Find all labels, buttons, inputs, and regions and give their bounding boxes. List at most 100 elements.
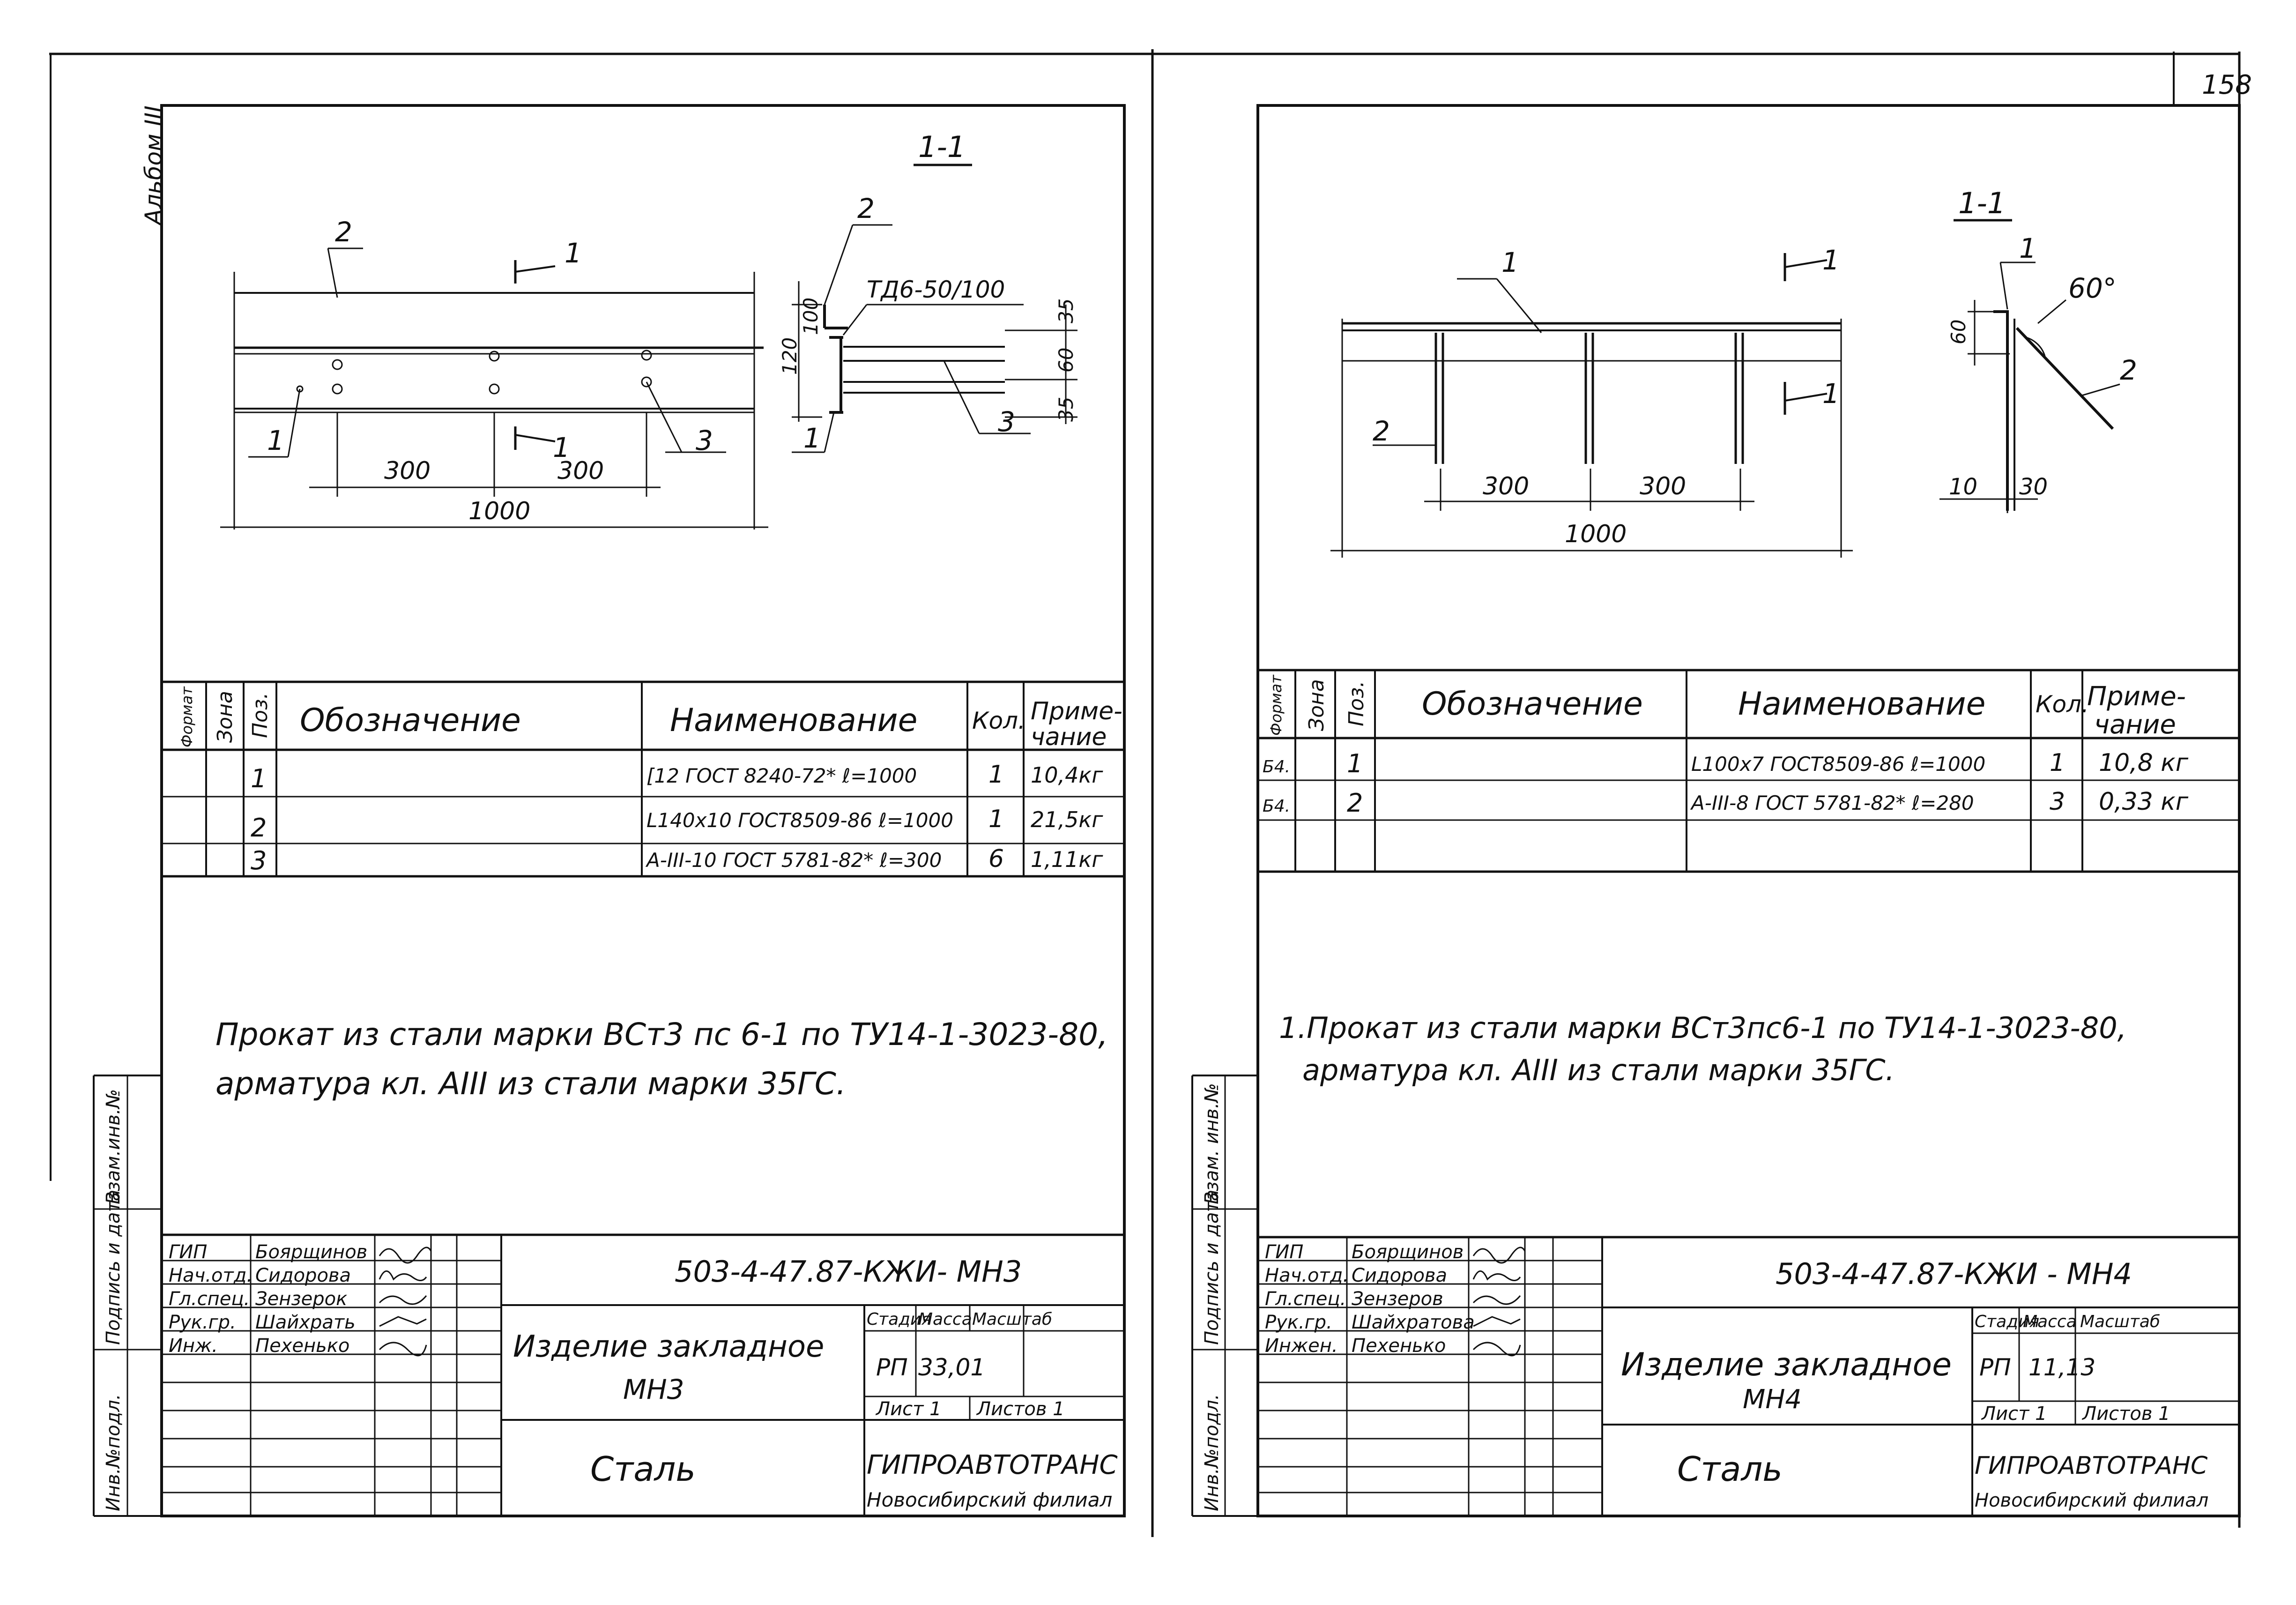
header-primechanie-1: Приме- — [1031, 697, 1122, 725]
sig-role: Рук.гр. — [169, 1312, 236, 1333]
weld-note: ТД6-50/100 — [867, 276, 1005, 303]
section-marker-top: 1 — [1822, 244, 1840, 276]
sec-pos-1: 1 — [2019, 232, 2036, 264]
pos-1-label: 1 — [267, 425, 284, 456]
dim-100: 100 — [799, 298, 822, 335]
signature-scribble — [1472, 1270, 1521, 1281]
header-primechanie-1: Приме- — [2087, 681, 2186, 712]
sig-role: Нач.отд. — [169, 1265, 253, 1286]
org-name: ГИПРОАВТОТРАНС — [1975, 1452, 2208, 1480]
spec-table: Формат Зона Поз. Обозначение Наименовани… — [162, 680, 1124, 878]
margin-inv-podl: Инв.№подл. — [103, 1394, 124, 1511]
spec-row-kol: 1 — [2050, 749, 2065, 777]
spec-row-prim: 1,11кг — [1031, 847, 1103, 872]
spec-row-name: А-III-8 ГОСТ 5781-82* ℓ=280 — [1690, 791, 1974, 814]
spec-row-prim: 21,5кг — [1031, 807, 1103, 832]
cross-section-view: 60 1 60° 2 10 30 — [1939, 232, 2137, 513]
title-line-1: Изделие закладное — [1621, 1346, 1952, 1383]
sig-role: Инжен. — [1265, 1335, 1338, 1357]
sec-pos-2: 2 — [2120, 354, 2137, 386]
spec-table: Формат Зона Поз. Обозначение Наименовани… — [1258, 669, 2239, 873]
header-poz: Поз. — [1345, 681, 1368, 726]
sheet-number: Лист 1 — [1981, 1403, 2047, 1425]
material: Сталь — [590, 1449, 696, 1489]
spec-row-kol: 3 — [2050, 788, 2065, 816]
margin-vzam-inv: Взам.инв.№ — [103, 1089, 124, 1204]
spec-row-prim: 10,8 кг — [2099, 749, 2189, 777]
right-margin-stamp: Инв.№подл. Подпись и дата Взам. инв.№ — [1191, 1075, 1258, 1517]
sig-name: Боярщинов — [255, 1241, 367, 1263]
cross-section-view: 100 120 35 60 35 ТД6-50/100 2 1 3 — [778, 193, 1077, 454]
page-number: 158 — [2202, 70, 2252, 100]
sig-name: Зензеров — [1352, 1288, 1443, 1310]
spec-row-name: А-III-10 ГОСТ 5781-82* ℓ=300 — [645, 849, 942, 872]
header-naimenovanie: Наименование — [1738, 686, 1985, 723]
sig-role: Нач.отд. — [1265, 1265, 1349, 1286]
section-marker-top: 1 — [565, 237, 582, 269]
margin-podpis-data: Подпись и дата — [1201, 1190, 1223, 1345]
sec-pos-3: 3 — [998, 406, 1015, 438]
org-name: ГИПРОАВТОТРАНС — [867, 1450, 1118, 1480]
sheets-total: Листов 1 — [976, 1398, 1065, 1420]
sig-role: ГИП — [169, 1241, 207, 1263]
header-naimenovanie: Наименование — [670, 702, 917, 739]
header-format: Формат — [1267, 674, 1285, 736]
signature-scribble — [379, 1316, 427, 1327]
spec-row-kol: 6 — [988, 845, 1004, 873]
title-block: ГИП Боярщинов Нач.отд. Сидорова Гл.спец.… — [162, 1233, 1124, 1516]
signature-scribble — [379, 1247, 432, 1264]
spec-row-name: L100х7 ГОСТ8509-86 ℓ=1000 — [1691, 753, 1985, 776]
sec-pos-1: 1 — [803, 422, 821, 454]
album-label: Альбом III — [140, 105, 167, 226]
spec-row-format: Б4. — [1263, 797, 1290, 816]
signature-scribble — [1472, 1247, 1526, 1264]
margin-vzam-inv: Взам. инв.№ — [1201, 1083, 1223, 1204]
sig-name: Сидорова — [255, 1265, 351, 1286]
sig-name: Шайхрать — [255, 1312, 356, 1333]
note-line-1: 1.Прокат из стали марки ВСт3пс6-1 по ТУ1… — [1279, 1011, 2126, 1045]
title-line-1: Изделие закладное — [513, 1329, 824, 1364]
title-block: ГИП Боярщинов Нач.отд. Сидорова Гл.спец.… — [1258, 1236, 2239, 1516]
section-label: 1-1 — [918, 130, 966, 164]
header-masshtab: Масштаб — [2080, 1312, 2160, 1331]
signature-scribble — [379, 1342, 427, 1357]
dim-35-bottom: 35 — [1055, 397, 1077, 422]
header-zona: Зона — [1305, 679, 1329, 731]
header-primechanie-2: чание — [1031, 723, 1107, 751]
spec-row-kol: 1 — [988, 761, 1004, 789]
mass-value: 33,01 — [918, 1354, 985, 1381]
header-massa: Масса — [918, 1310, 972, 1329]
dim-300-b: 300 — [557, 457, 604, 485]
note-line-2: арматура кл. АIII из стали марки 35ГС. — [1302, 1053, 1895, 1087]
doc-code: 503-4-47.87-КЖИ - МН4 — [1776, 1257, 2132, 1291]
sig-name: Пехенько — [1352, 1335, 1446, 1357]
margin-podpis-data: Подпись и дата — [103, 1190, 124, 1345]
spec-row-name: L140х10 ГОСТ8509-86 ℓ=1000 — [646, 809, 953, 832]
elevation-view: 1 1 1 2 300 300 1000 — [1330, 244, 1853, 558]
dim-120: 120 — [778, 337, 801, 375]
dim-60: 60 — [1947, 320, 1970, 344]
header-poz: Поз. — [248, 693, 272, 738]
sig-name: Зензерок — [255, 1288, 347, 1310]
spec-row-pos: 3 — [251, 846, 267, 875]
header-zona: Зона — [213, 691, 237, 743]
section-label: 1-1 — [1958, 186, 2006, 220]
pos-2-label: 2 — [335, 216, 352, 248]
title-line-2: МН3 — [623, 1374, 684, 1405]
doc-code: 503-4-47.87-КЖИ- МН3 — [675, 1254, 1022, 1289]
stage-value: РП — [1979, 1354, 2011, 1381]
spec-row-pos: 2 — [1347, 788, 1363, 818]
dim-60: 60 — [1055, 348, 1077, 373]
pos-1-label: 1 — [1501, 246, 1519, 278]
note-line-1: Прокат из стали марки ВСт3 пс 6-1 по ТУ1… — [215, 1016, 1108, 1053]
org-branch: Новосибирский филиал — [1975, 1490, 2208, 1511]
spec-row-name: [12 ГОСТ 8240-72* ℓ=1000 — [646, 764, 917, 787]
spec-row-pos: 2 — [251, 813, 267, 843]
left-margin-stamp: Инв.№подл. Подпись и дата Взам.инв.№ — [93, 1075, 162, 1517]
sig-role: Гл.спец. — [169, 1288, 250, 1310]
sig-name: Шайхратова — [1352, 1312, 1475, 1333]
angle-label: 60° — [2068, 272, 2117, 304]
left-sheet: Инв.№подл. Подпись и дата Взам.инв.№ 1-1 — [93, 104, 1126, 1517]
dim-10: 10 — [1949, 474, 1977, 500]
